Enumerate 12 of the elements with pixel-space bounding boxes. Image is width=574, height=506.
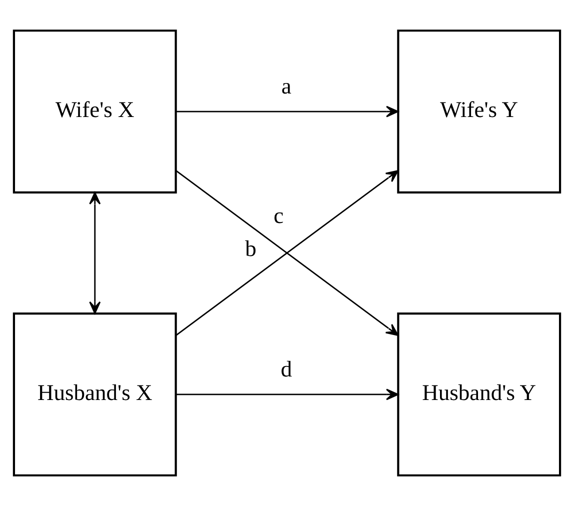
arrow <box>176 388 399 400</box>
arrow <box>176 170 399 336</box>
node-box: Wife's Y <box>397 30 562 194</box>
node-box: Husband's Y <box>397 312 562 476</box>
edge-label: a <box>281 74 292 98</box>
arrow <box>176 106 399 118</box>
edge-label: b <box>245 236 256 262</box>
edge-label: c <box>274 203 284 228</box>
arrow <box>89 192 101 314</box>
node-box: Husband's X <box>12 312 177 476</box>
node-box: Wife's X <box>12 30 177 194</box>
edge-label: d <box>280 356 292 382</box>
